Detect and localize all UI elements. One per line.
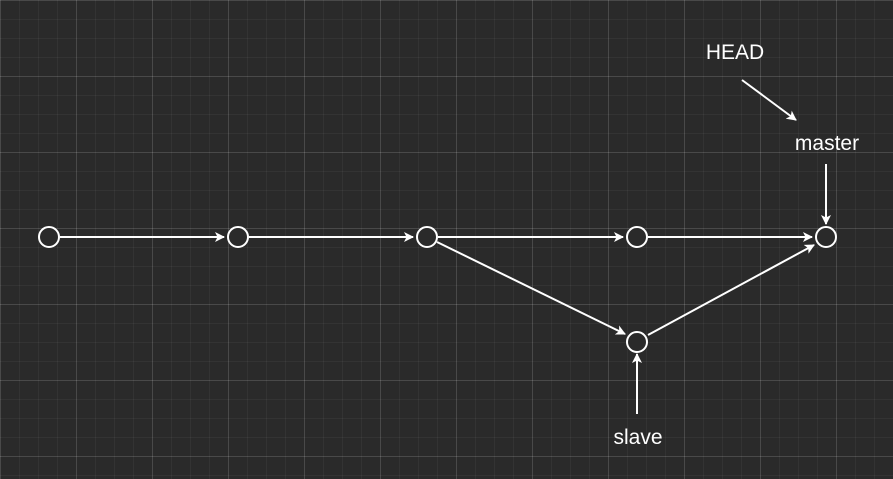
slave-branch-label: slave xyxy=(613,426,663,449)
commit-node-2 xyxy=(227,226,249,248)
commit-node-1 xyxy=(38,226,60,248)
head-pointer-arrow xyxy=(741,79,797,121)
commit-node-6 xyxy=(626,331,648,353)
commit-node-4 xyxy=(626,226,648,248)
edge-c3-c6 xyxy=(436,241,626,335)
master-branch-label: master xyxy=(794,132,860,155)
edge-c6-c5 xyxy=(647,244,815,336)
commit-node-3 xyxy=(416,226,438,248)
commit-node-5 xyxy=(815,226,837,248)
head-label: HEAD xyxy=(705,41,765,64)
